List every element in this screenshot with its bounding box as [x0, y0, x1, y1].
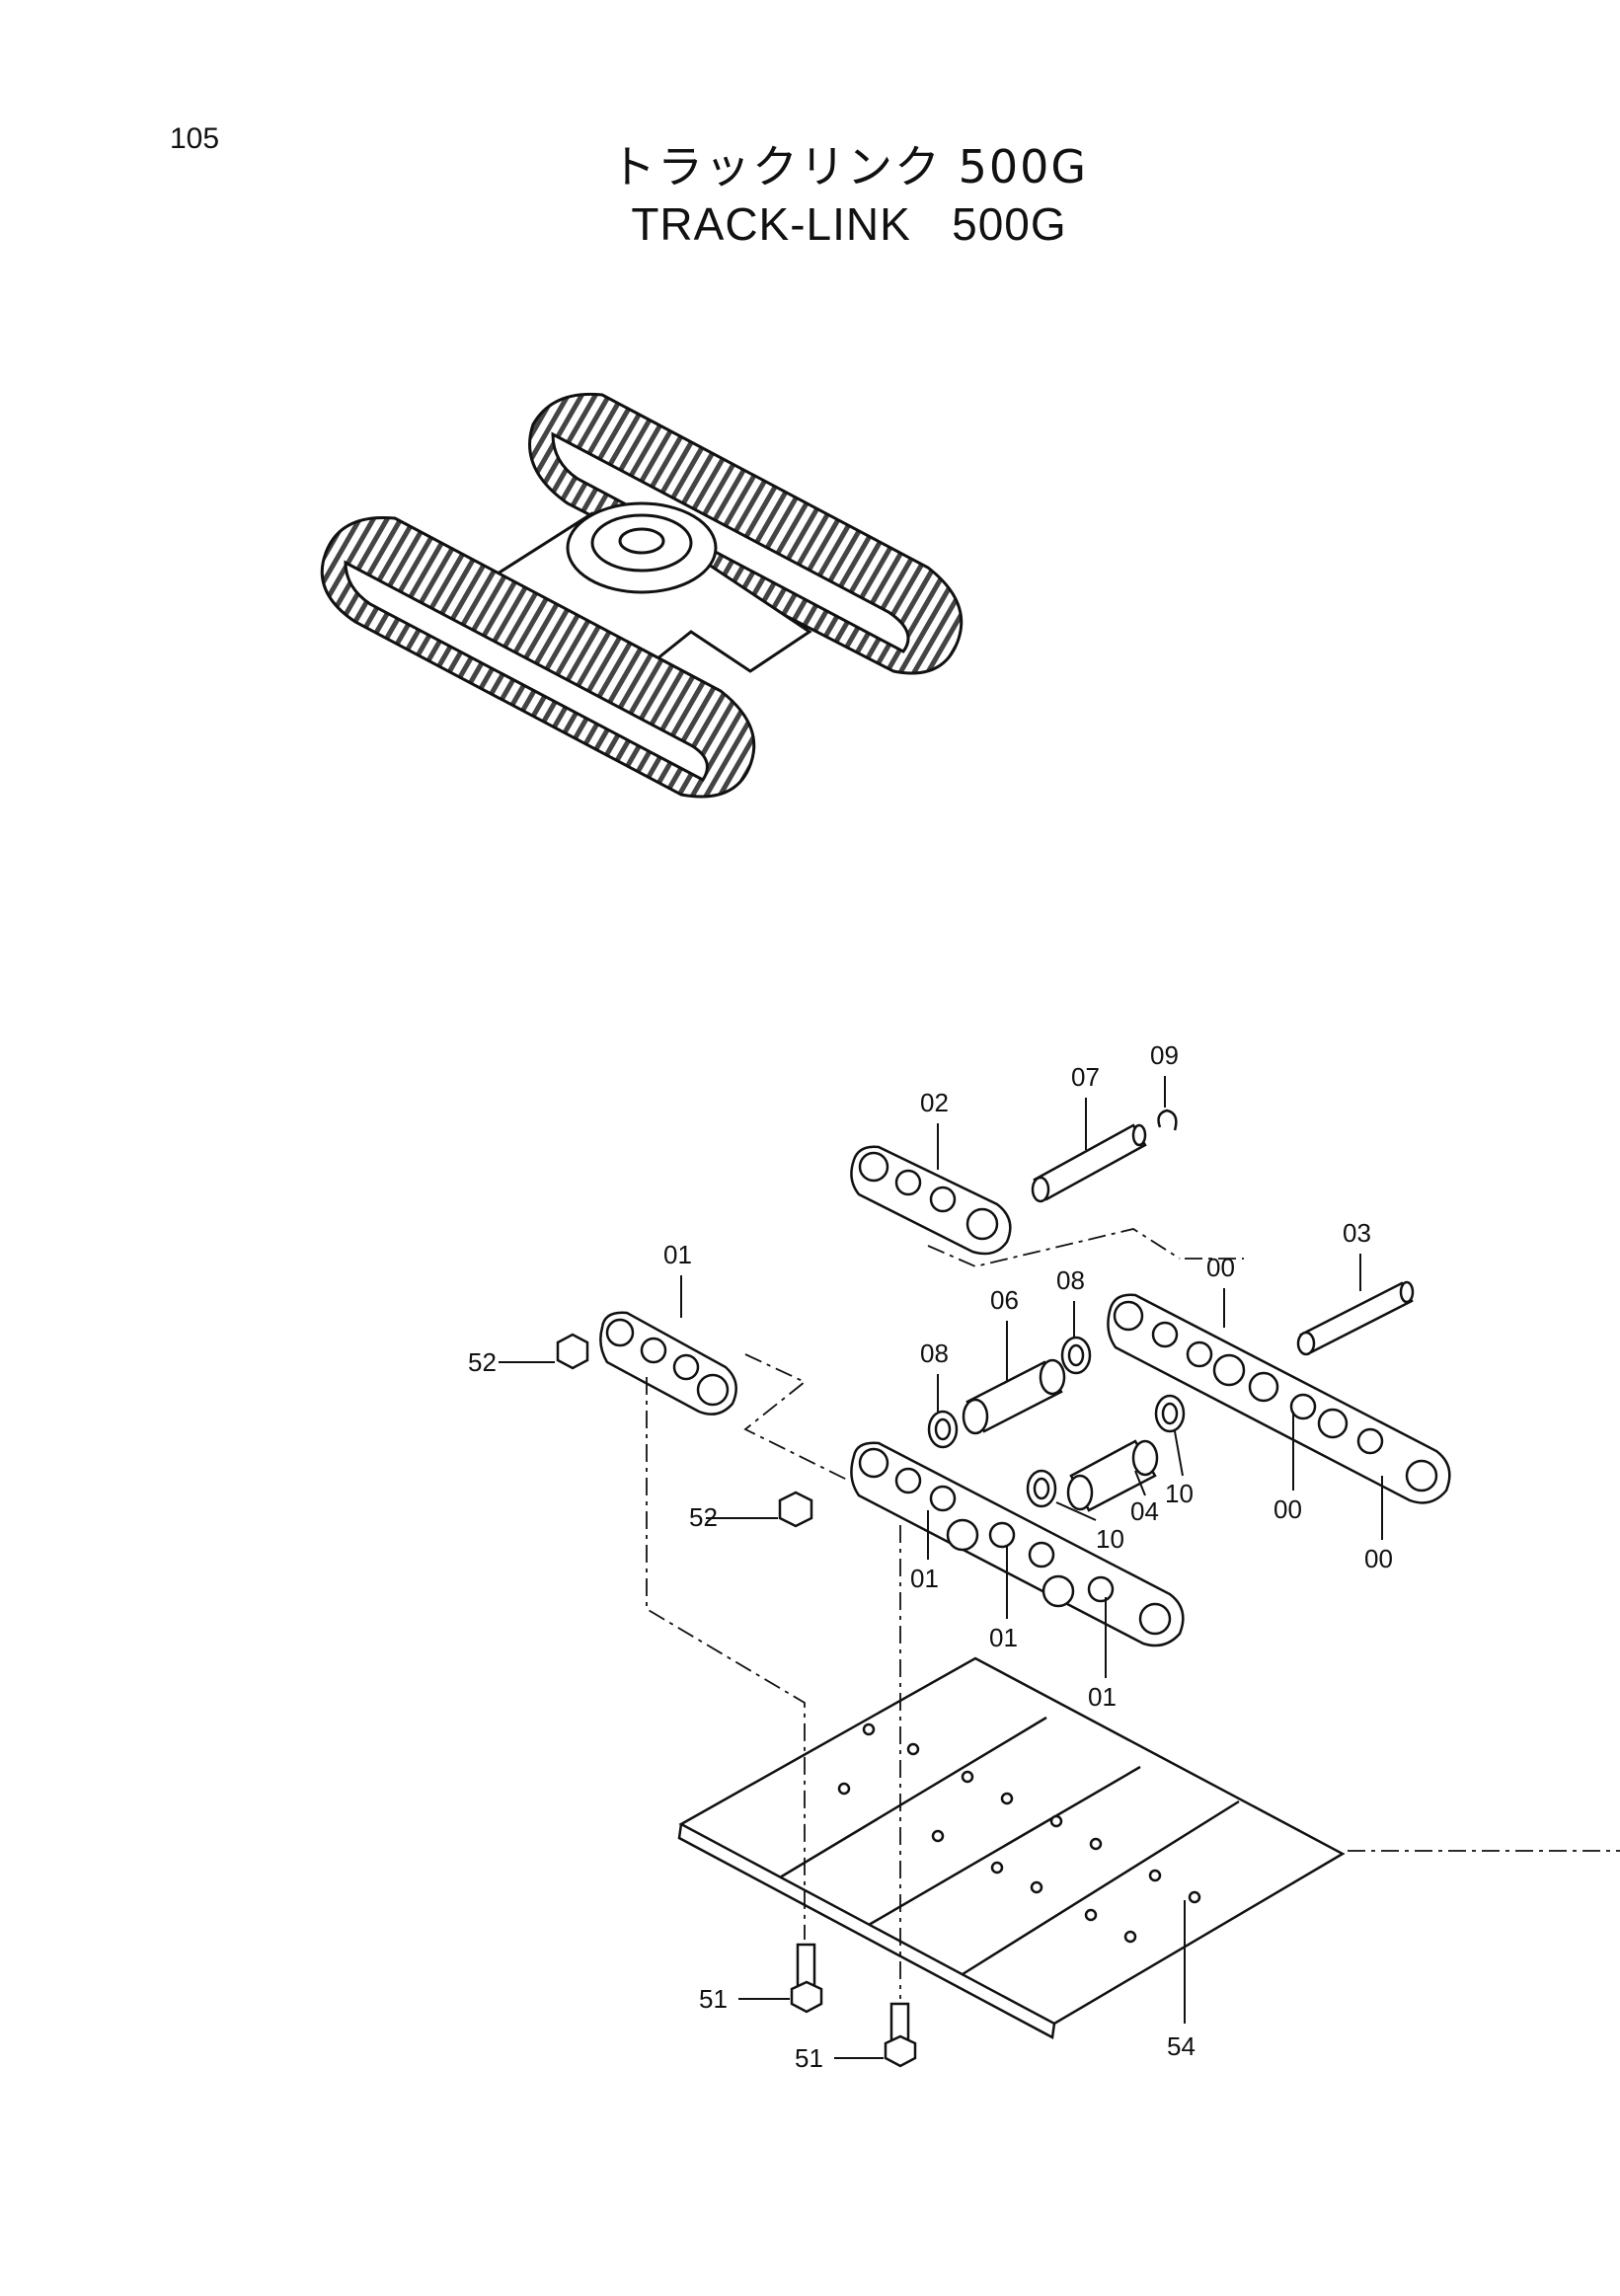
callout-08-upper: 08	[1056, 1265, 1085, 1295]
callout-51-upper: 51	[699, 1984, 728, 2014]
callout-10-upper: 10	[1165, 1479, 1194, 1508]
exploded-assembly	[556, 1109, 1451, 2068]
leader-lines	[499, 1076, 1383, 2059]
front-track-icon	[320, 515, 756, 799]
bolt-51a-icon	[790, 1943, 823, 2014]
bushing-06-icon	[962, 1358, 1066, 1435]
callout-01-left: 01	[663, 1240, 692, 1269]
callout-06: 06	[990, 1285, 1019, 1315]
callout-52-lower: 52	[689, 1502, 718, 1532]
link-00-chain-icon	[1107, 1293, 1451, 1504]
callout-10-lower: 10	[1096, 1524, 1124, 1554]
assembly-guide-lines	[646, 1228, 1620, 1999]
seal-08a-icon	[1060, 1336, 1092, 1375]
callout-01-first: 01	[910, 1564, 939, 1593]
callout-labels: 09 07 02 03 00 01 08 06 08 52 52 10 04 1…	[468, 1040, 1393, 2073]
callout-52-upper: 52	[468, 1347, 497, 1377]
callout-00-middle: 00	[1273, 1494, 1302, 1524]
callout-54: 54	[1167, 2031, 1196, 2061]
seal-08b-icon	[927, 1410, 959, 1449]
title-japanese: トラックリンク 500G	[609, 140, 1089, 193]
page-title: トラックリンク 500G TRACK-LINK 500G	[573, 138, 1125, 253]
undercarriage-illustration	[320, 392, 964, 799]
clip-09-icon	[1157, 1109, 1178, 1131]
seal-10a-icon	[1154, 1394, 1186, 1433]
track-shoe-54-icon	[677, 1656, 1346, 2039]
link-01-icon	[599, 1311, 737, 1416]
callout-02: 02	[920, 1088, 949, 1117]
callout-08-lower: 08	[920, 1339, 949, 1368]
callout-00-right: 00	[1364, 1544, 1393, 1573]
bolt-51b-icon	[884, 2002, 917, 2068]
callout-09: 09	[1150, 1040, 1179, 1070]
seal-10b-icon	[1026, 1469, 1057, 1508]
callout-04: 04	[1130, 1496, 1159, 1526]
callout-51-lower: 51	[795, 2043, 823, 2073]
title-english: TRACK-LINK 500G	[631, 198, 1067, 250]
nut-52a-icon	[556, 1333, 589, 1370]
page-number: 105	[170, 122, 220, 155]
pin-07-icon	[1031, 1123, 1147, 1203]
pin-03-icon	[1296, 1280, 1415, 1356]
callout-07: 07	[1071, 1062, 1100, 1092]
link-01-chain-icon	[850, 1441, 1185, 1647]
callout-00-upper: 00	[1206, 1253, 1235, 1282]
link-02-icon	[850, 1145, 1012, 1256]
bushing-04-icon	[1066, 1439, 1159, 1512]
callout-01-second: 01	[989, 1623, 1018, 1652]
rear-track-icon	[528, 392, 964, 675]
callout-03: 03	[1343, 1218, 1371, 1248]
nut-52b-icon	[778, 1491, 813, 1528]
callout-01-third: 01	[1088, 1682, 1117, 1712]
